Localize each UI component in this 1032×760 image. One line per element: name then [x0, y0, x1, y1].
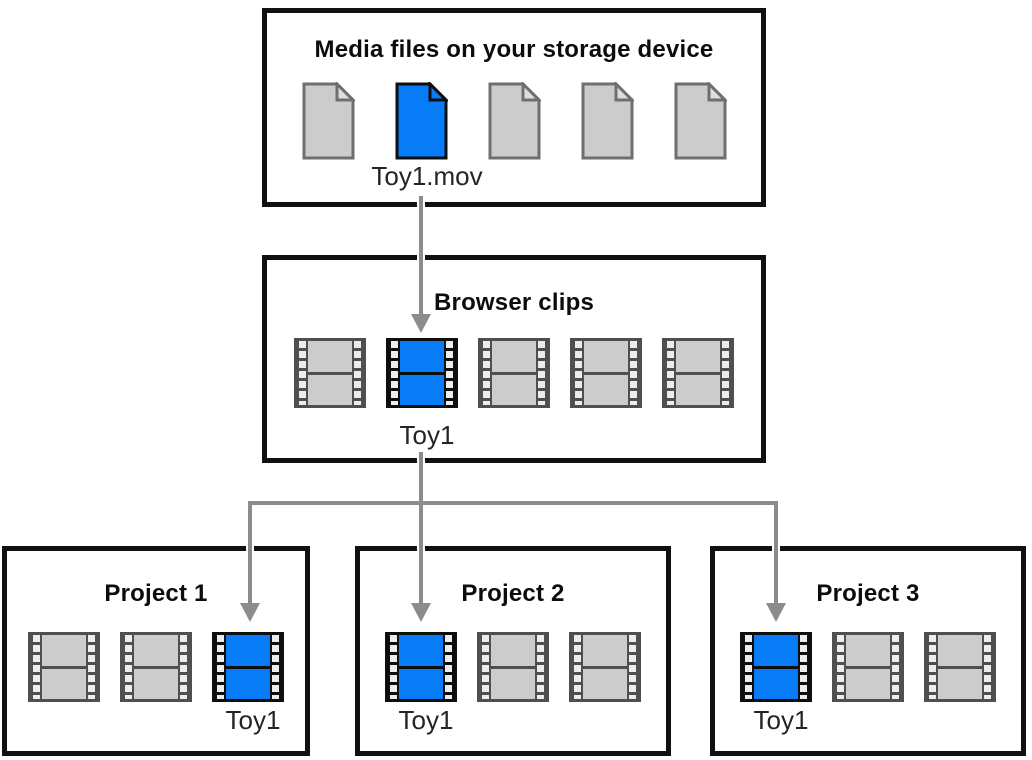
filmstrip-icon: [294, 338, 366, 408]
document-icon: [581, 82, 634, 160]
arrow-to-project-2-head-icon: [411, 603, 431, 622]
browser-highlighted-clip-label: Toy1: [399, 420, 455, 450]
connector-left-drop-shaft: [246, 505, 254, 603]
arrow-storage-to-browser-shaft: [417, 196, 425, 314]
project-3-highlighted-clip-label: Toy1: [753, 705, 809, 735]
project-2-highlighted-clip-label: Toy1: [398, 705, 454, 735]
browser-box: Browser clips Toy1: [262, 255, 766, 463]
project-3-title: Project 3: [816, 580, 920, 607]
project-2-clips-row: [360, 632, 666, 702]
filmstrip-icon-highlighted: [385, 632, 457, 702]
storage-files-row: [267, 82, 761, 160]
storage-highlighted-file-label: Toy1.mov: [371, 161, 483, 191]
browser-clips-row: [267, 338, 761, 408]
filmstrip-icon-highlighted: [386, 338, 458, 408]
filmstrip-icon-highlighted: [212, 632, 284, 702]
storage-box-title: Media files on your storage device: [314, 36, 714, 63]
project-box-2: Project 2 Toy1: [355, 546, 671, 756]
filmstrip-icon: [832, 632, 904, 702]
connector-browser-trunk-shaft: [417, 452, 425, 603]
project-1-clips-row: [7, 632, 305, 702]
document-icon-highlighted: [395, 82, 448, 160]
filmstrip-icon: [924, 632, 996, 702]
connector-right-drop-shaft: [772, 505, 780, 603]
storage-box: Media files on your storage device Toy1.…: [262, 8, 766, 207]
document-icon: [302, 82, 355, 160]
project-box-3: Project 3 Toy1: [710, 546, 1026, 756]
arrow-to-project-3-head-icon: [766, 603, 786, 622]
arrow-to-project-1-head-icon: [240, 603, 260, 622]
filmstrip-icon: [120, 632, 192, 702]
arrow-storage-to-browser-head-icon: [411, 314, 431, 333]
project-2-title: Project 2: [461, 580, 565, 607]
document-icon: [674, 82, 727, 160]
project-1-title: Project 1: [104, 580, 208, 607]
browser-box-title: Browser clips: [434, 289, 594, 316]
filmstrip-icon: [477, 632, 549, 702]
project-1-highlighted-clip-label: Toy1: [225, 705, 281, 735]
filmstrip-icon: [28, 632, 100, 702]
document-icon: [488, 82, 541, 160]
project-3-clips-row: [715, 632, 1021, 702]
project-box-1: Project 1 Toy1: [2, 546, 310, 756]
filmstrip-icon: [478, 338, 550, 408]
filmstrip-icon: [569, 632, 641, 702]
filmstrip-icon: [662, 338, 734, 408]
connector-horizontal-line: [248, 501, 778, 505]
filmstrip-icon-highlighted: [740, 632, 812, 702]
filmstrip-icon: [570, 338, 642, 408]
